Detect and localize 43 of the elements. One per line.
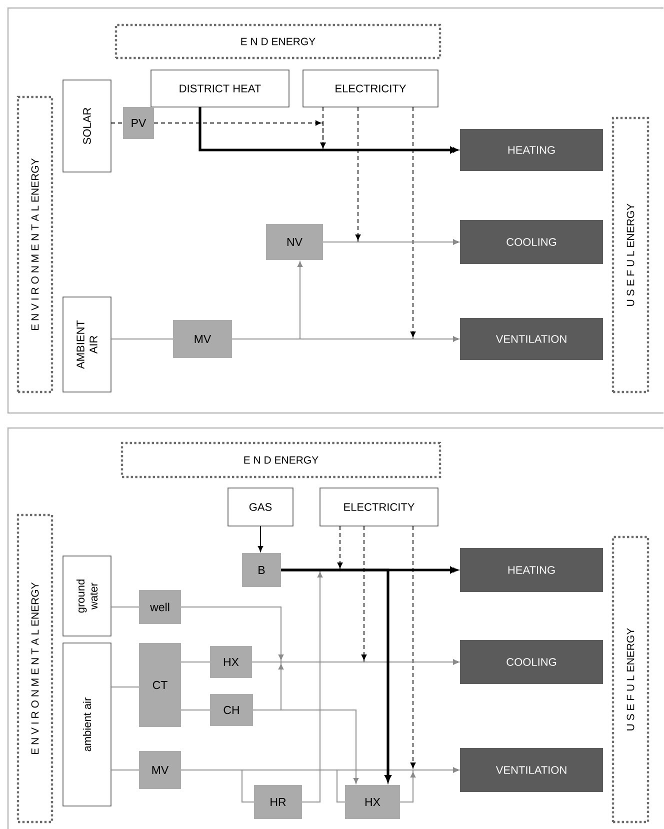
arrow [252,710,359,784]
source-box: DISTRICT HEAT [150,70,290,108]
arrow [400,767,459,802]
dotted-frame: U S E F U L ENERGY [612,536,650,824]
connector-line [110,606,140,608]
dotted-frame: E N V I R O N M E N T A L ENERGY [16,96,54,394]
output-box: HEATING [460,548,603,592]
connector-line [110,686,140,688]
process-box: B [242,553,281,587]
dotted-frame: E N D ENERGY [114,24,442,60]
source-box: SOLAR [62,80,112,172]
connector-line [110,122,124,124]
process-box: HX [210,646,252,678]
process-box: MV [139,751,181,789]
arrow [258,526,264,552]
process-box: HX [345,785,400,819]
arrow [232,261,303,340]
output-box: HEATING [460,129,603,171]
process-box: MV [173,320,232,358]
connector-line [110,338,174,340]
connector-line [180,770,346,802]
process-box: HR [254,785,302,819]
source-box: AMBIENT AIR [62,296,112,392]
source-box: ELECTRICITY [320,488,438,526]
output-box: COOLING [460,220,603,264]
process-box: CH [210,694,253,726]
dotted-frame: E N V I R O N M E N T A L ENERGY [16,514,54,824]
source-box: ground water [62,556,112,636]
process-box: well [139,590,181,624]
source-box: ELECTRICITY [302,70,438,108]
source-box: GAS [228,488,294,526]
dotted-frame: U S E F U L ENERGY [612,116,650,394]
dotted-frame: E N D ENERGY [120,442,442,478]
arrow [281,568,392,782]
arrow [322,239,459,245]
source-box: ambient air [62,642,112,806]
process-box: PV [123,107,154,139]
output-box: VENTILATION [460,748,603,792]
process-box: NV [266,224,323,260]
output-box: COOLING [460,640,603,684]
output-box: VENTILATION [460,318,603,360]
process-box: CT [139,643,181,727]
arrow [198,107,458,154]
